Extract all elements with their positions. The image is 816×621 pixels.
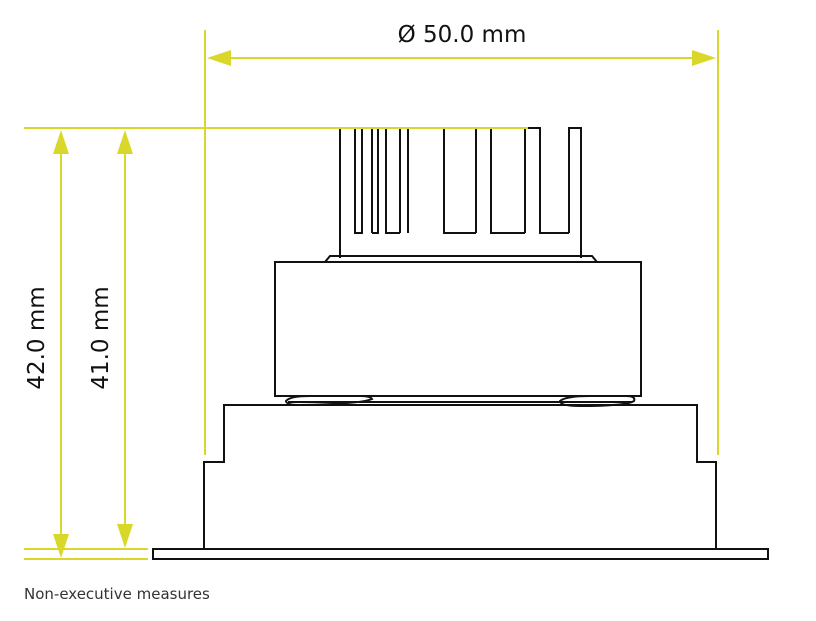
body-height-label: 41.0 mm [88,286,114,389]
heatsink-fin [339,127,373,258]
spring-clip-left [284,395,374,407]
arrow-down-icon [53,534,69,558]
arrow-right-icon [692,50,716,66]
heatsink-base [324,255,598,263]
heatsink-fin [524,127,569,234]
lower-trim [203,404,717,549]
disclaimer-note: Non-executive measures [24,585,210,603]
dimension-arrows [53,50,716,558]
diameter-label: Ø 50.0 mm [398,22,527,48]
total-height-label: 42.0 mm [24,286,50,389]
heatsink-fins [339,127,582,258]
heatsink-fin [372,127,400,234]
product-outline [152,127,769,560]
arrow-down-icon [117,524,133,548]
heatsink-fin [568,127,582,258]
heatsink-fin [399,127,476,234]
heatsink-fin [475,127,525,234]
upper-body [274,261,642,397]
bottom-flange [152,548,769,560]
arrow-up-icon [117,130,133,154]
arrow-left-icon [207,50,231,66]
arrow-up-icon [53,130,69,154]
dimension-lines [24,30,719,560]
